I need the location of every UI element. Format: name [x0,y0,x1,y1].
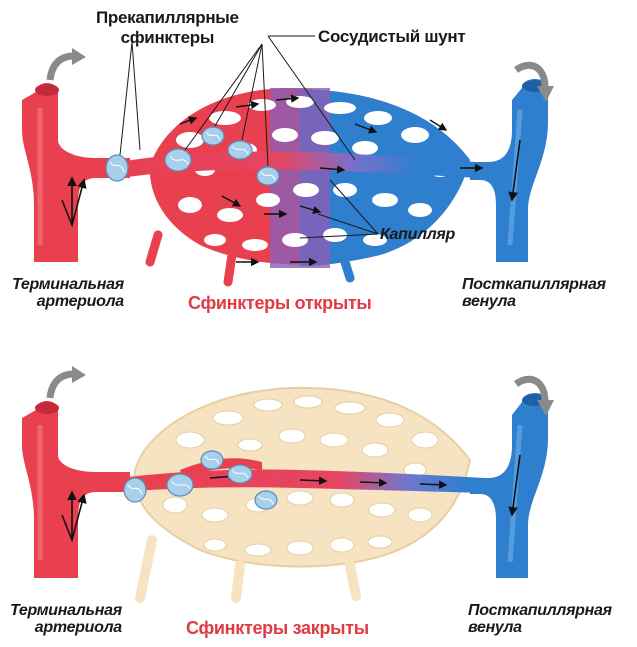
sphincter-icon [124,478,146,502]
status-sphincters-closed: Сфинктеры закрыты [186,618,369,639]
label-postcapillary-venule-top: Посткапиллярная венула [462,276,606,310]
label-postcapillary-venule-bottom: Посткапиллярная венула [468,602,612,636]
postcapillary-venule-open [470,79,548,262]
panel-closed [22,366,554,598]
label-vascular-shunt: Сосудистый шунт [318,27,465,47]
sphincter-icon [165,149,191,171]
panel-open [22,36,554,282]
inflow-arrow-icon [50,56,74,80]
label-terminal-arteriole-top: Терминальная артериола [12,276,124,310]
sphincter-icon [255,491,277,509]
sphincter-icon [201,451,223,469]
status-sphincters-open: Сфинктеры открыты [188,293,371,314]
terminal-arteriole-closed [22,401,130,578]
sphincter-icon [228,141,252,159]
capillary-bed-open [150,88,470,282]
sphincter-icon [167,474,193,496]
postcapillary-venule-closed [470,393,548,578]
sphincter-icon [257,167,279,185]
sphincter-icon [228,465,252,483]
label-terminal-arteriole-bottom: Терминальная артериола [10,602,122,636]
label-precapillary-sphincters: Прекапиллярные сфинктеры [96,8,239,48]
sphincter-icon [202,127,224,145]
label-capillary: Капилляр [380,226,455,243]
sphincter-icon [106,155,128,181]
inflow-arrow-icon [50,374,74,398]
